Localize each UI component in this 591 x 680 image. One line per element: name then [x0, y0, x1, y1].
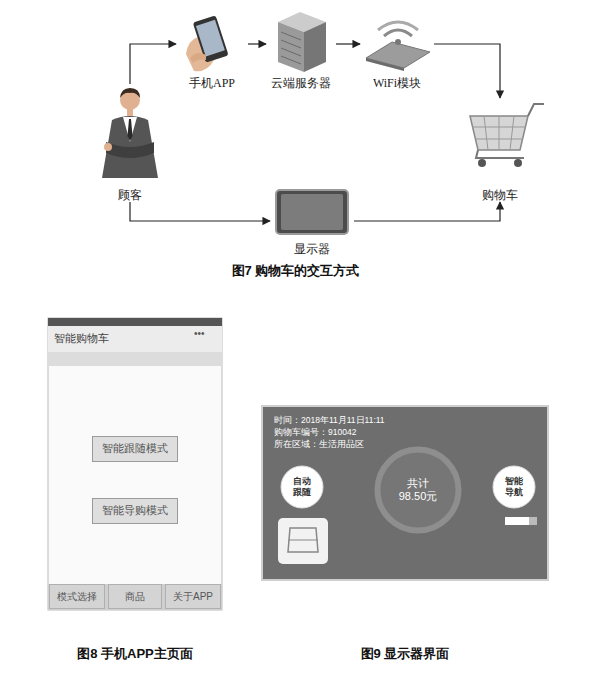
tie: [128, 119, 133, 141]
screen-background: [48, 318, 222, 610]
server-right: [304, 22, 326, 72]
suit: [102, 116, 158, 178]
mode-button: 智能跟随模式: [92, 436, 178, 462]
cart-wheel: [478, 159, 486, 167]
display-panel: [281, 194, 343, 230]
node-text: 关于APP: [173, 591, 213, 603]
circle-shape: [493, 466, 535, 508]
shirt: [123, 117, 137, 142]
server-slots: [281, 32, 301, 64]
node-text: 手机APP: [189, 76, 235, 90]
mode-button: 智能导购模式: [92, 498, 178, 524]
node-text: 智能购物车: [54, 332, 109, 345]
cart-node: 购物车: [462, 98, 538, 202]
wifi-wave: [384, 30, 412, 36]
server-node: 云端服务器: [266, 10, 336, 90]
goods-panel: [278, 518, 328, 564]
wifi-node: WiFi模块: [360, 18, 434, 90]
flow-arrow: [248, 43, 266, 44]
cart-wheel: [514, 159, 522, 167]
function-circle: 自动跟随: [280, 465, 324, 509]
total-circle: 共计 98.50元: [374, 446, 462, 534]
wifi-dot: [395, 39, 401, 45]
phone-screen: [196, 20, 225, 57]
thumb: [190, 53, 206, 63]
goods-box-line: [288, 540, 318, 541]
goods-box-icon: [288, 528, 318, 552]
wifi-wave: [378, 22, 418, 30]
cart-frame: [476, 150, 524, 158]
display-screenshot: [262, 406, 548, 580]
cart-grid: [472, 116, 526, 150]
display-icon: [276, 190, 348, 234]
node-text: WiFi模块: [373, 76, 421, 90]
node-text: 共计 98.50元: [392, 477, 444, 503]
flow-arrow: [130, 202, 270, 221]
hair: [120, 88, 140, 98]
cart-icon: [470, 104, 544, 167]
customer-node: 顾客: [92, 84, 168, 202]
display-frame: [276, 190, 348, 234]
battery-bar: [505, 517, 537, 525]
flow-arrow: [354, 202, 500, 221]
figure-caption: 图9 显示器界面: [300, 645, 510, 663]
node-text: 自动跟随: [292, 476, 312, 498]
app-node: 手机APP: [176, 18, 248, 90]
app-screenshot: [48, 318, 222, 610]
flow-arrow: [130, 44, 176, 84]
node-text: 商品: [125, 591, 145, 603]
display-background: [262, 406, 548, 580]
wifi-board-edge: [366, 58, 404, 71]
server-left: [278, 22, 304, 72]
sub-header-band: [48, 352, 222, 366]
display-screen: 时间：2018年11月11日11:11 购物车编号：910042 所在区域：生活用品…: [262, 406, 548, 580]
app-screen: 智能购物车智能跟随模式智能导购模式模式选择 商品 关于APP: [48, 318, 222, 610]
node-text: 智能跟随模式: [102, 442, 168, 455]
circle-shape: [281, 466, 323, 508]
node-text: 购物车: [482, 188, 518, 202]
menu-dots: •••: [194, 328, 220, 339]
server-icon: [278, 12, 326, 72]
figure-caption: 图7 购物车的交互方式: [0, 262, 591, 280]
battery-end: [529, 517, 537, 525]
flow-arrow: [434, 44, 500, 98]
tab-bar: [48, 584, 222, 610]
wifi-board: [366, 42, 430, 68]
hand: [104, 143, 112, 151]
node-text: 顾客: [118, 188, 142, 202]
cart-basket: [470, 116, 528, 150]
node-text: 显示器: [294, 242, 330, 256]
function-circle: 智能导航: [492, 465, 536, 509]
status-bar: [48, 318, 222, 326]
header-bar: [48, 326, 222, 352]
node-text: 时间：2018年11月11日11:11: [274, 415, 385, 425]
tab-button: 关于APP: [165, 584, 221, 609]
cart-handle: [528, 104, 544, 116]
node-text: 所在区域：生活用品区: [274, 439, 364, 449]
customer-icon: [102, 88, 158, 178]
circle-shape: [378, 450, 459, 531]
node-text: 云端服务器: [271, 76, 331, 90]
node-text: 智能导购模式: [102, 504, 168, 517]
node-text: 购物车编号：910042: [274, 427, 356, 437]
phone-icon: [186, 15, 229, 71]
arms: [106, 142, 154, 158]
tab-button: 模式选择: [49, 584, 105, 609]
node-text: 智能导航: [504, 476, 524, 498]
wifi-icon: [366, 22, 430, 71]
figure-caption: 图8 手机APP主页面: [40, 645, 230, 663]
node-text: 模式选择: [57, 591, 97, 603]
flow-arrow: [336, 43, 360, 44]
tab-button: 商品: [108, 584, 162, 609]
display-node: 显示器: [270, 186, 354, 256]
